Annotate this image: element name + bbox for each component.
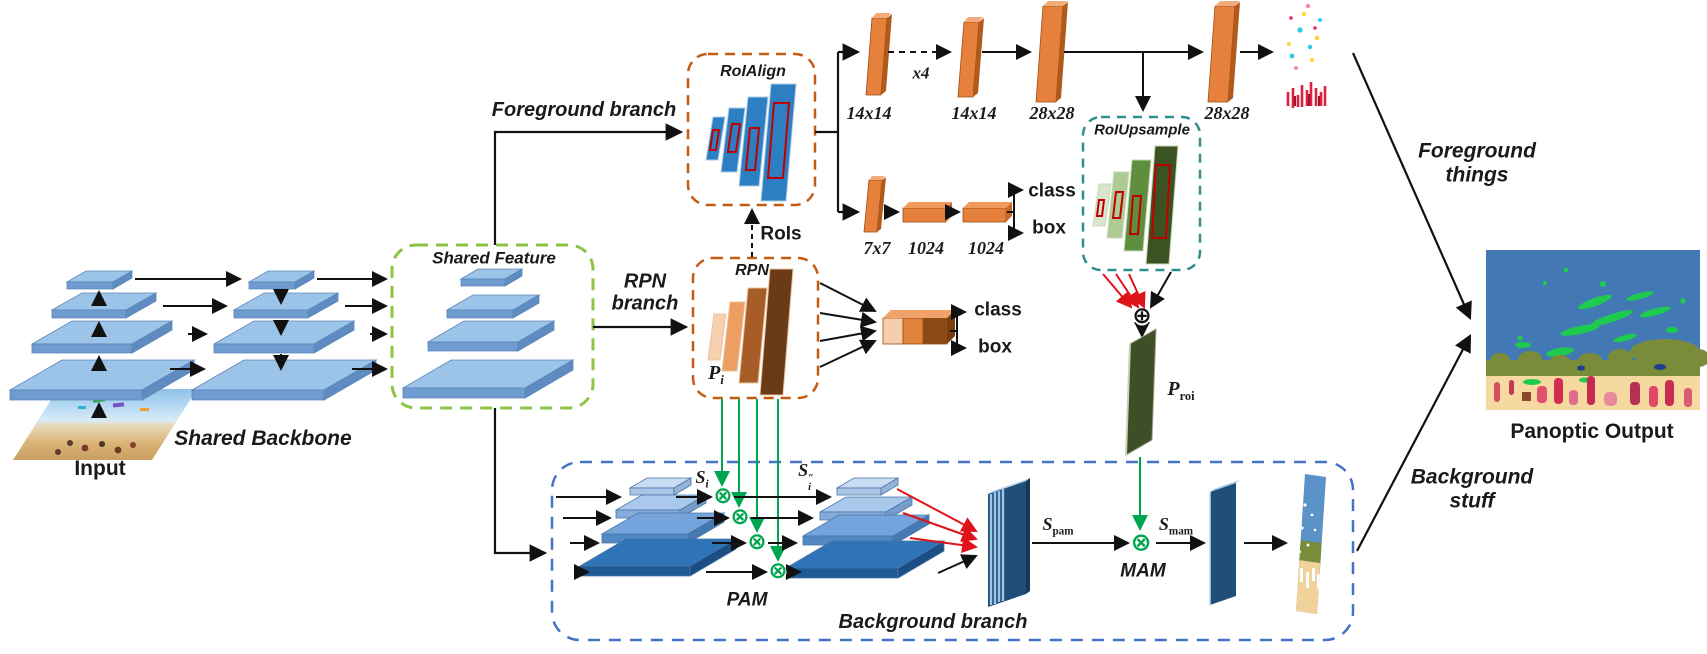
roiupsample-label: RoIUpsample (1094, 121, 1190, 139)
multiply-operator-icon: ⊗ (730, 503, 750, 530)
s-pam-sub: pam (1052, 525, 1074, 538)
s-i-label: Si (695, 467, 708, 491)
s-mam-base: S (1158, 514, 1169, 535)
foreground-things-line2: things (1445, 163, 1509, 186)
box-dim-7x7: 7x7 (863, 237, 891, 258)
p-roi-base: P (1167, 378, 1180, 401)
mask-dim-1: 14x14 (846, 102, 892, 123)
mask-head-panels (865, 1, 1274, 112)
s-mam-label: Smam (1159, 514, 1193, 538)
rpn-head-bar (819, 282, 967, 368)
s-i-dp-scripts: ″i (808, 473, 814, 493)
background-branch-arrows (556, 489, 1288, 580)
s-i-sub: i (705, 478, 709, 491)
background-branch-box (550, 460, 1355, 642)
panoptic-output-label: Panoptic Output (1510, 420, 1674, 444)
rpn-label: RPN (735, 262, 769, 280)
rpn-box (691, 256, 820, 400)
s-pam-stack (988, 478, 1030, 607)
shared-feature-label: Shared Feature (432, 248, 556, 268)
background-branch-label: Background branch (838, 610, 1028, 633)
mask-box-label: box (1032, 217, 1066, 239)
background-pyramid-left (578, 477, 738, 577)
multiply-operator-icon: ⊗ (768, 557, 788, 584)
box-head-panels (863, 176, 1024, 241)
p-i-label: Pi (708, 362, 724, 388)
s-pam-base: S (1042, 514, 1053, 535)
pam-label: PAM (726, 589, 768, 611)
p-roi-label: Proi (1167, 378, 1194, 404)
s-mam-sub: mam (1168, 525, 1194, 538)
mask-dim-2: 14x14 (951, 102, 997, 123)
sum-operator-icon: ⊕ (1132, 302, 1152, 329)
background-pyramid-right (784, 477, 946, 579)
p-roi-sub: roi (1179, 389, 1195, 404)
operator-backgrounds (714, 308, 1151, 581)
s-i-base: S (695, 467, 706, 488)
foreground-branch-label: Foreground branch (491, 98, 677, 121)
s-i-dp-sup: ″ (808, 473, 814, 485)
roiupsample-panels (1092, 145, 1179, 338)
mask-dim-3: 28x28 (1029, 102, 1075, 123)
rois-label: RoIs (760, 223, 802, 245)
branch-connectors (493, 43, 861, 562)
pam-to-spam-red-arrows (896, 488, 978, 554)
shared-feature-pyramid (401, 268, 575, 399)
s-i-dp-sub: i (808, 481, 812, 493)
s-i-dp-base: S (798, 460, 809, 481)
background-stuff-line1: Background (1410, 465, 1534, 489)
background-stuff-label: Background stuff (1411, 465, 1534, 512)
mask-class-label: class (1028, 180, 1076, 202)
foreground-things-line1: Foreground (1418, 139, 1536, 163)
rpn-branch-line2: branch (611, 293, 679, 315)
output-merge-arrows (1351, 52, 1472, 552)
multiply-operator-icon: ⊗ (747, 528, 767, 555)
mam-output-panel (1209, 480, 1240, 605)
p-roi-panel (1125, 328, 1157, 531)
x4-label: x4 (912, 63, 930, 83)
pam-attention-lines (714, 399, 786, 562)
roialign-label: RoIAlign (720, 63, 786, 81)
background-stuff-mask (1296, 474, 1326, 614)
rpn-panels (707, 268, 794, 396)
rpn-branch-label: RPN branch (612, 271, 679, 316)
foreground-things-mask (1286, 3, 1327, 108)
fc2-label: 1024 (968, 237, 1004, 258)
panoptic-output-image (1486, 250, 1707, 410)
shared-backbone-label: Shared Backbone (174, 427, 352, 451)
fc1-label: 1024 (908, 237, 944, 258)
rpn-class-label: class (974, 299, 1022, 321)
s-i-doubleprime-label: S″i (798, 460, 814, 493)
mam-multiply-operator-icon: ⊗ (1130, 527, 1152, 557)
mask-dim-4: 28x28 (1204, 102, 1250, 123)
background-stuff-line2: stuff (1449, 489, 1495, 512)
roiupsample-box (1081, 115, 1202, 272)
backbone-flow-arrows (91, 271, 388, 418)
roialign-panels (705, 83, 797, 202)
p-i-base: P (708, 362, 721, 385)
s-pam-label: Spam (1042, 514, 1073, 538)
foreground-things-label: Foreground things (1418, 139, 1536, 186)
multiply-operator-icon: ⊗ (713, 482, 733, 509)
rpn-branch-line1: RPN (623, 270, 667, 293)
roialign-box (686, 52, 817, 207)
p-i-sub: i (720, 373, 724, 388)
input-pyramid (8, 270, 196, 401)
mam-label: MAM (1120, 560, 1166, 582)
input-label: Input (74, 457, 126, 481)
backbone-pyramid (190, 270, 378, 401)
rpn-box-label: box (978, 336, 1012, 358)
